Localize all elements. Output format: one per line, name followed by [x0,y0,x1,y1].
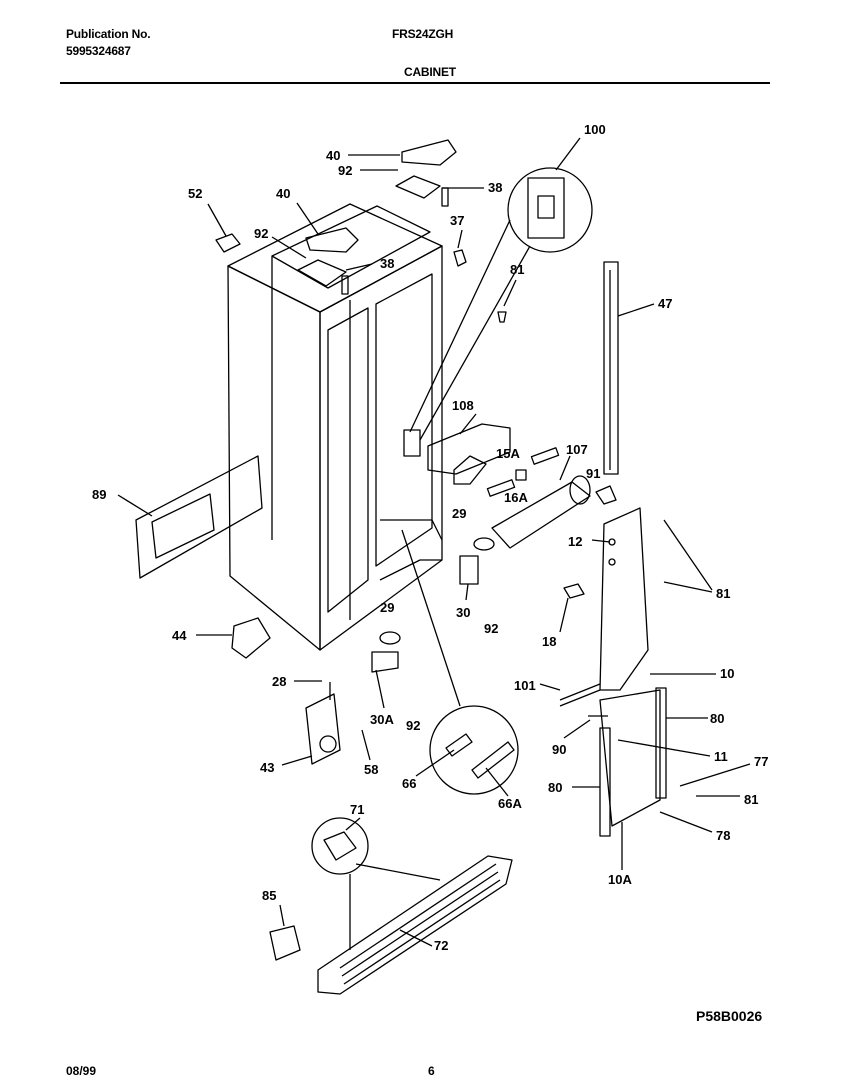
part-52 [215,233,241,253]
callout-label: 89 [92,487,106,502]
callout-label: 71 [350,802,364,817]
callout-label: 15A [496,446,520,461]
callout-label: 11 [714,749,728,764]
callout-label: 81 [744,792,758,807]
callout-label: 80 [548,780,562,795]
drawing-code: P58B0026 [696,1008,763,1024]
callout-label: 91 [586,466,600,481]
callout-label: 10A [608,872,632,887]
callout-label: 38 [380,256,394,271]
cabinet-shell [227,203,443,651]
callout-label: 66A [498,796,522,811]
callout-label: 30A [370,712,394,727]
publication-number: 5995324687 [66,44,131,58]
part-85 [269,925,301,961]
callout-label: 92 [406,718,420,733]
callout-label: 107 [566,442,588,457]
callout-label: 77 [754,754,768,769]
control-housing-108 [427,423,511,475]
callout-label: 29 [452,506,466,521]
hinge-cover-upper [401,139,457,166]
rail-47 [603,261,619,475]
callout-label: 18 [542,634,556,649]
callout-label: 52 [188,186,202,201]
part-44 [231,617,271,659]
callout-label: 44 [172,628,187,643]
hinge-lower [297,259,347,287]
section-title: CABINET [404,65,456,79]
callout-label: 78 [716,828,730,843]
liner-panel-10 [599,507,649,691]
callout-label: 28 [272,674,286,689]
bracket-43 [305,693,341,765]
callout-label: 30 [456,605,470,620]
callout-label: 66 [402,776,416,791]
callout-label: 92 [338,163,352,178]
callout-label: 38 [488,180,502,195]
footer-date: 08/99 [66,1064,97,1078]
callout-label: 12 [568,534,582,549]
panel-89 [135,455,263,579]
lower-liner [599,689,661,827]
hinge-upper [395,175,441,199]
hinge-cover-lower [305,227,359,253]
callout-label: 101 [514,678,536,693]
callout-label: 85 [262,888,276,903]
callout-label: 29 [380,600,394,615]
callout-label: 47 [658,296,672,311]
model-number: FRS24ZGH [392,27,454,41]
callout-label: 92 [484,621,498,636]
callout-label: 81 [510,262,524,277]
callout-label: 37 [450,213,464,228]
callout-label: 58 [364,762,378,777]
callout-label: 16A [504,490,528,505]
callout-label: 72 [434,938,448,953]
page-number: 6 [428,1064,435,1078]
callout-label: 10 [720,666,734,681]
callout-label: 81 [716,586,730,601]
callout-label: 92 [254,226,268,241]
callout-label: 80 [710,711,724,726]
callout-label: 40 [326,148,340,163]
callout-label: 40 [276,186,290,201]
callout-label: 100 [584,122,606,137]
callout-label: 90 [552,742,566,757]
callout-label: 108 [452,398,474,413]
callout-labels: 40 92 38 100 52 40 92 38 37 81 47 108 15… [92,122,768,953]
duct-107 [491,481,591,549]
callout-label: 43 [260,760,274,775]
grille-72 [317,855,513,995]
publication-label: Publication No. [66,27,151,41]
header-rule [60,82,770,84]
